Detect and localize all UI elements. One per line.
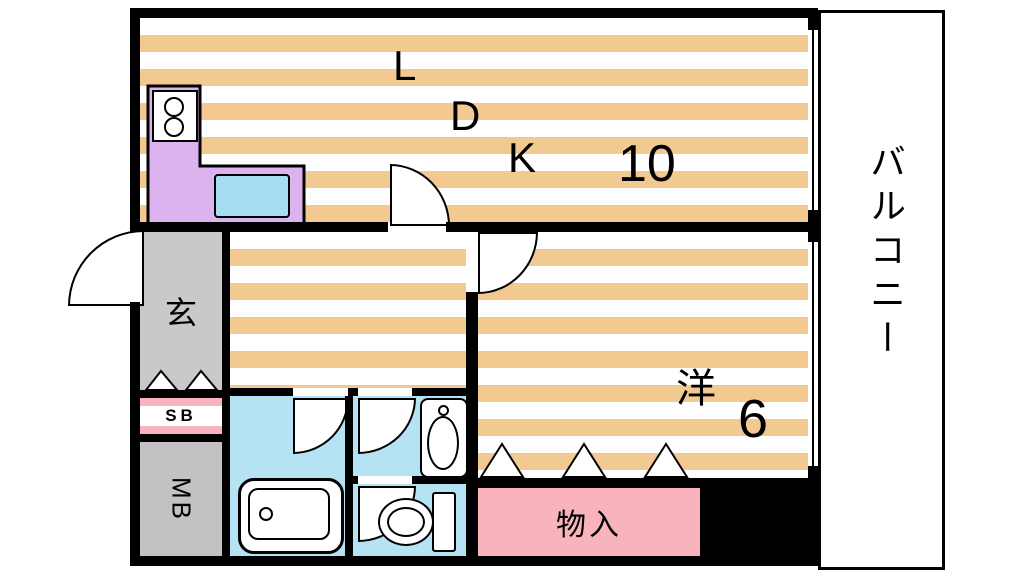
shoe-box-label: SB (165, 406, 197, 425)
wall-storage-top (466, 478, 710, 488)
entrance-label: 玄 (164, 295, 197, 331)
shoe-box-band: SB (140, 406, 222, 426)
wall-top (130, 8, 818, 18)
vanity-faucet-icon (438, 405, 449, 416)
entrance-door-arc (68, 230, 144, 306)
toilet-bowl-inner (387, 507, 425, 537)
toilet (353, 484, 466, 556)
wall-hall-bottom-c (412, 388, 466, 396)
western-balcony-window (808, 242, 818, 466)
window-glass-line (812, 242, 814, 466)
stove (152, 90, 198, 142)
vanity-sink (420, 398, 468, 478)
balcony-label: バルコニー (865, 143, 906, 363)
meter-box-label: MB (166, 476, 197, 522)
wall-right-seg2 (808, 210, 818, 242)
ldk-letter-d: D (450, 92, 481, 139)
ldk-letter-k: K (508, 134, 537, 181)
western-room-floor (478, 232, 808, 478)
shoe-box-door-markers (144, 369, 220, 391)
wall-right-seg3 (808, 466, 818, 566)
wall-hall-bottom-a (230, 388, 293, 396)
vanity-basin (427, 416, 459, 470)
toilet-bowl (378, 498, 434, 546)
ldk-balcony-window (808, 30, 818, 210)
wall-bath-right (345, 396, 353, 556)
stove-burner-icon (164, 117, 184, 137)
window-glass-line (812, 30, 814, 210)
western-room-label: 洋 (676, 367, 716, 411)
wall-left-upper (130, 8, 140, 232)
ldk-letter-l: L (393, 42, 417, 89)
wall-entrance-bottom (140, 390, 230, 398)
entrance-area: 玄 (140, 232, 222, 390)
bottom-right-solid-block (700, 478, 818, 566)
wall-wash-toilet-a (353, 476, 358, 484)
storage-door-markers (479, 442, 689, 478)
wall-entrance-right (222, 232, 230, 390)
wall-left-lower (130, 302, 140, 566)
balcony-area: バルコニー (818, 10, 945, 570)
kitchen-sink (214, 174, 290, 218)
wall-wash-toilet-b (412, 476, 466, 484)
wall-main-vertical (466, 292, 478, 566)
bathtub (238, 478, 344, 554)
toilet-tank (432, 492, 456, 552)
meter-box-area: MB (140, 442, 222, 556)
wall-ldk-bottom-right (446, 222, 808, 232)
bathtub-drain-icon (259, 507, 273, 521)
wall-ldk-bottom-left (140, 222, 388, 232)
shoe-box-area: SB (140, 398, 222, 434)
stove-burner-icon (164, 97, 184, 117)
western-room-size: 6 (738, 389, 769, 449)
storage-area: 物入 (478, 488, 700, 556)
wall-hall-bottom-b (348, 388, 358, 396)
hall-floor (230, 232, 466, 388)
wall-right-seg1 (808, 8, 818, 30)
ldk-size: 10 (618, 135, 676, 193)
wall-bath-left (222, 390, 230, 566)
wall-sb-mb-divider (140, 434, 230, 442)
storage-label: 物入 (556, 509, 622, 542)
